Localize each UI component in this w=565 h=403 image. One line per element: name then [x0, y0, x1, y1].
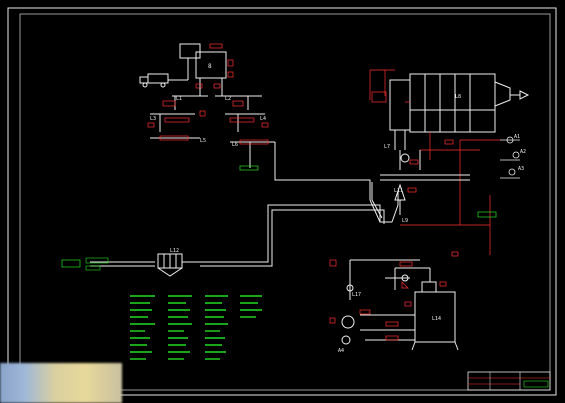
green-tag-top [239, 165, 259, 171]
left-inlet [61, 257, 109, 271]
feed-line-labels: L1 L2 L3 L4 L5 L6 [150, 96, 266, 148]
label-a4: A4 [338, 348, 344, 354]
kiln-base [380, 150, 470, 215]
tank-red-tags [329, 259, 447, 341]
title-block [467, 371, 551, 391]
misc-red-marks [407, 139, 459, 257]
legend-block [130, 295, 262, 360]
kiln-labels: L7 L9 L11 [384, 144, 408, 224]
silo-red-tags [195, 43, 234, 89]
label-l7: L7 [384, 144, 390, 150]
blurred-region [0, 363, 122, 403]
label-l8: L8 [455, 94, 461, 100]
feed-lines [150, 88, 275, 168]
truck-icon [139, 73, 169, 88]
feed-line-tags [147, 100, 269, 145]
label-l6: L6 [232, 142, 238, 148]
label-l11: L11 [394, 188, 403, 194]
label-l9: L9 [402, 218, 408, 224]
tank [349, 259, 459, 351]
kiln-dimensions [369, 69, 500, 255]
label-l17: L17 [352, 292, 361, 298]
pumps [341, 274, 409, 345]
green-tag-right [477, 211, 497, 218]
right-valves [500, 136, 520, 179]
kiln [389, 73, 530, 150]
silo: 8 [168, 43, 227, 88]
label-l2: L2 [225, 96, 231, 102]
main-pipeline [90, 142, 399, 267]
drawing-border [7, 7, 557, 396]
drawing-inner-border [19, 13, 551, 391]
label-l4: L4 [260, 116, 266, 122]
bag-filter [157, 253, 200, 277]
label-l5: L5 [200, 138, 206, 144]
pump-labels: A4 L17 [338, 292, 361, 354]
silo-label: 8 [208, 63, 212, 70]
label-a3: A3 [518, 166, 524, 172]
right-valve-labels: A1 A2 A3 [514, 134, 526, 172]
label-a2: A2 [520, 149, 526, 155]
label-l3: L3 [150, 116, 156, 122]
label-l14: L14 [432, 316, 441, 322]
label-a1: A1 [514, 134, 520, 140]
label-l12: L12 [170, 248, 179, 254]
label-l1: L1 [176, 96, 182, 102]
